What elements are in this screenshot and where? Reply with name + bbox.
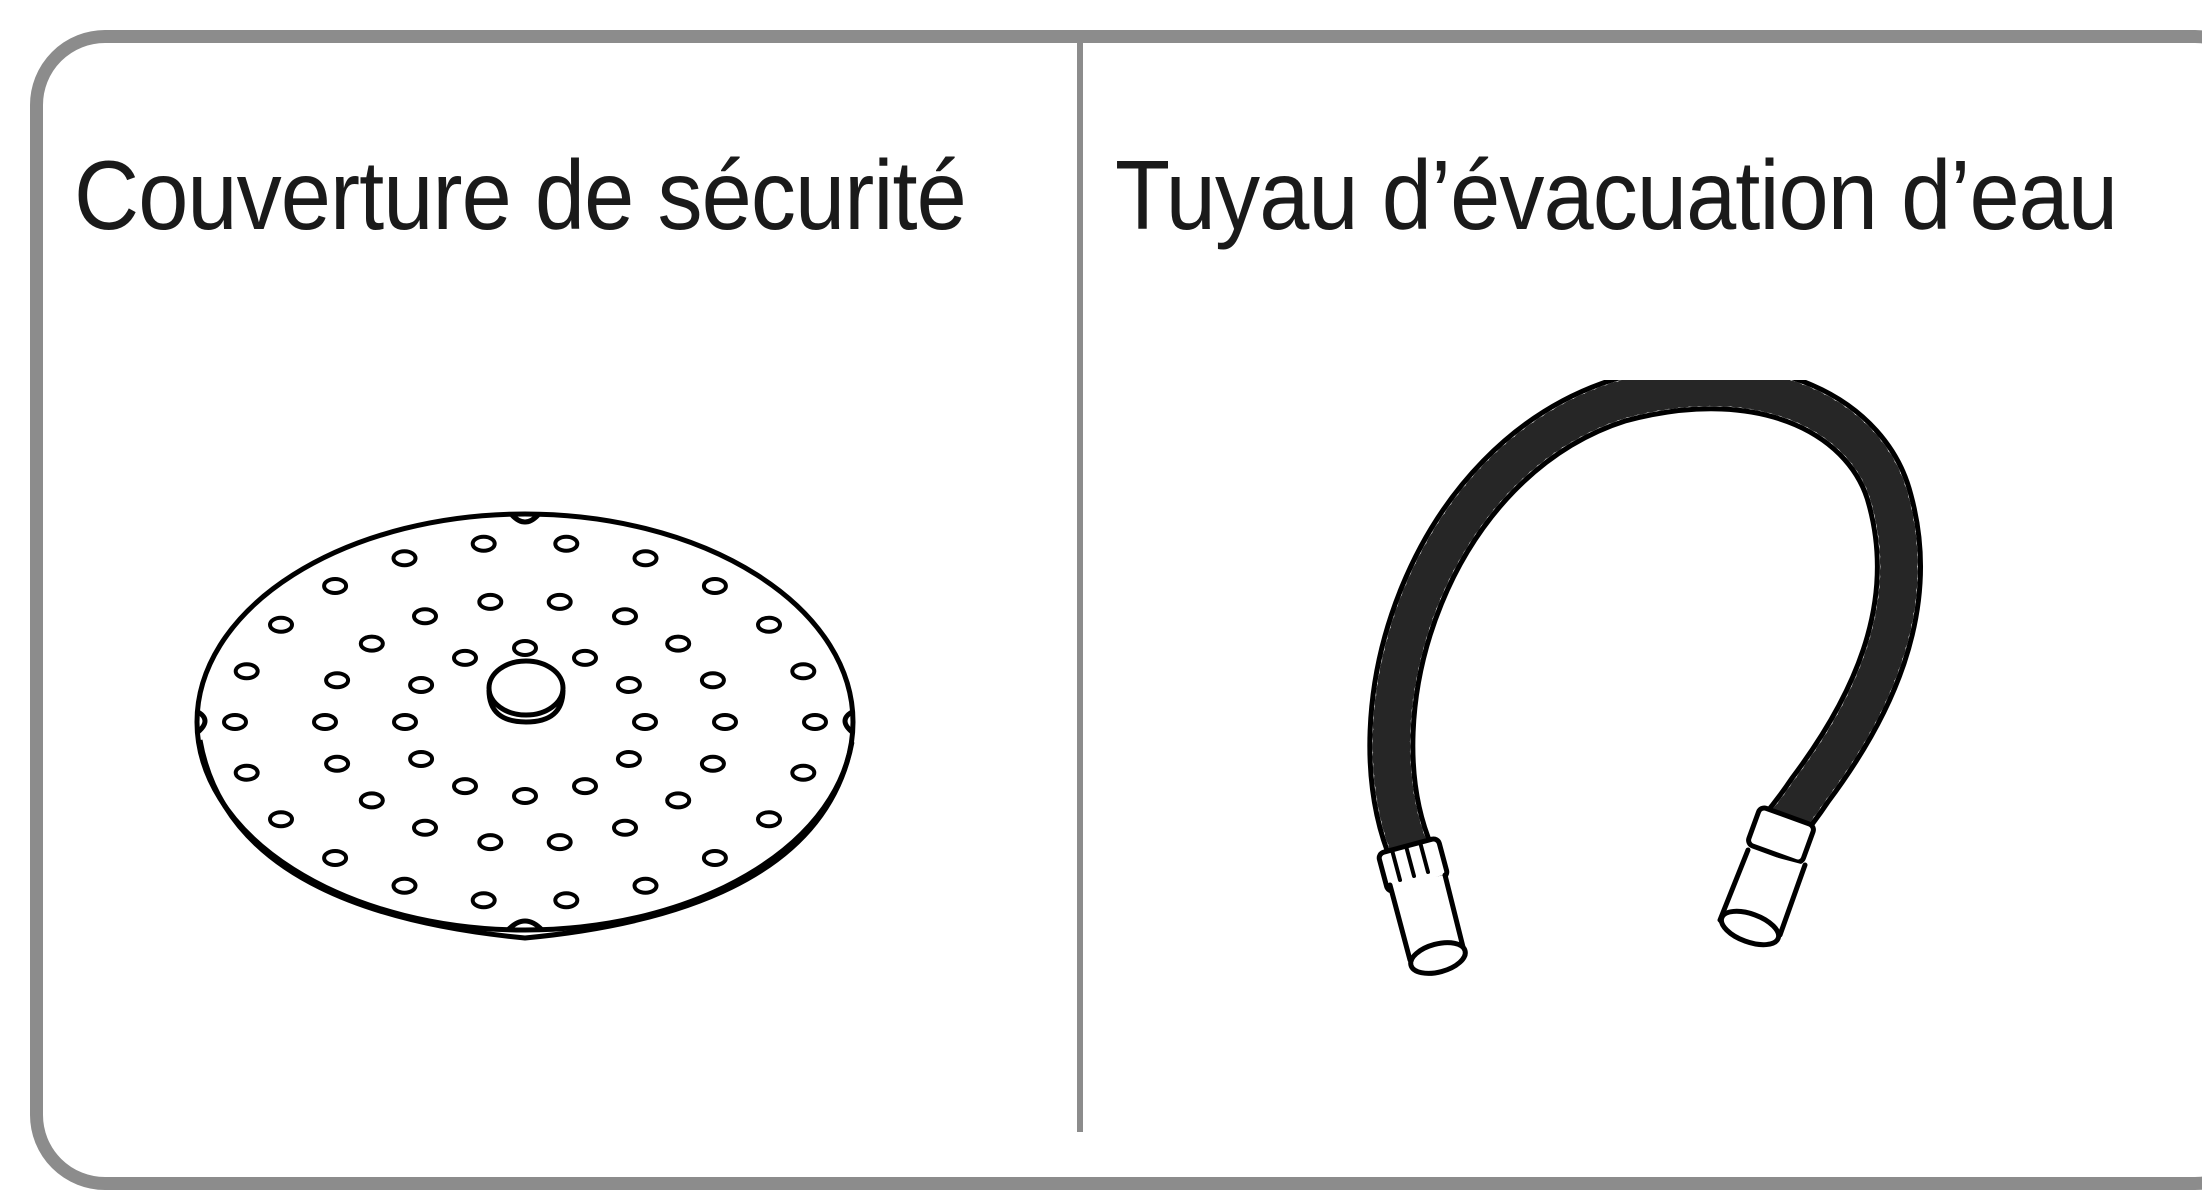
cover-hole xyxy=(452,777,478,796)
cover-hole xyxy=(412,818,438,837)
cover-hole xyxy=(665,791,692,810)
cover-hole xyxy=(553,891,580,910)
cover-hole xyxy=(358,791,385,810)
cover-hole xyxy=(756,615,782,634)
cover-hole xyxy=(408,676,435,694)
cover-hole xyxy=(470,891,497,910)
cover-hole xyxy=(312,713,338,731)
cover-hole xyxy=(391,549,418,568)
cover-hole xyxy=(615,750,642,768)
cover-hole xyxy=(701,849,728,867)
cover-hole xyxy=(222,713,248,731)
cover-hole xyxy=(452,648,478,667)
safety-cover-icon xyxy=(194,511,856,941)
cover-hole xyxy=(477,833,504,852)
cover-hole xyxy=(391,876,418,895)
cover-hole xyxy=(233,662,260,681)
cover-hole xyxy=(572,648,598,667)
cover-hole xyxy=(615,676,642,694)
cover-hole xyxy=(802,713,828,731)
cover-hole xyxy=(322,849,349,867)
cover-hole xyxy=(665,634,692,653)
cover-hole xyxy=(632,713,658,731)
cover-hole xyxy=(392,713,418,731)
cover-hole xyxy=(699,754,726,773)
cover-hole xyxy=(268,810,294,829)
cover-hole xyxy=(712,713,738,731)
cover-hole xyxy=(470,534,497,553)
cover-hole xyxy=(612,607,638,626)
cover-hole xyxy=(553,534,580,553)
cover-hole xyxy=(512,639,538,657)
cover-hole xyxy=(699,671,726,690)
cover-hole xyxy=(701,577,728,595)
cover-hole xyxy=(412,607,438,626)
cover-hole xyxy=(612,818,638,837)
safety-cover-label: Couverture de sécurité xyxy=(74,140,967,250)
cover-hole xyxy=(322,577,349,595)
cover-hole xyxy=(477,592,504,611)
cover-hole xyxy=(790,662,817,681)
cover-hole xyxy=(268,615,294,634)
cover-hole xyxy=(324,671,351,690)
cover-hole xyxy=(546,833,573,852)
cover-hole xyxy=(546,592,573,611)
cover-hole xyxy=(358,634,385,653)
cover-hole xyxy=(756,810,782,829)
cover-hole xyxy=(512,787,538,805)
cover-hole xyxy=(408,750,435,768)
drain-hose-label: Tuyau d’évacuation d’eau xyxy=(1115,140,2118,250)
drain-hose-icon xyxy=(1367,380,1923,976)
cover-hole xyxy=(324,754,351,773)
cover-hole xyxy=(632,549,659,568)
cover-hole xyxy=(233,763,260,782)
cover-hole xyxy=(632,876,659,895)
panel-divider xyxy=(1077,38,1083,1132)
cover-hole xyxy=(572,777,598,796)
cover-hole xyxy=(790,763,817,782)
